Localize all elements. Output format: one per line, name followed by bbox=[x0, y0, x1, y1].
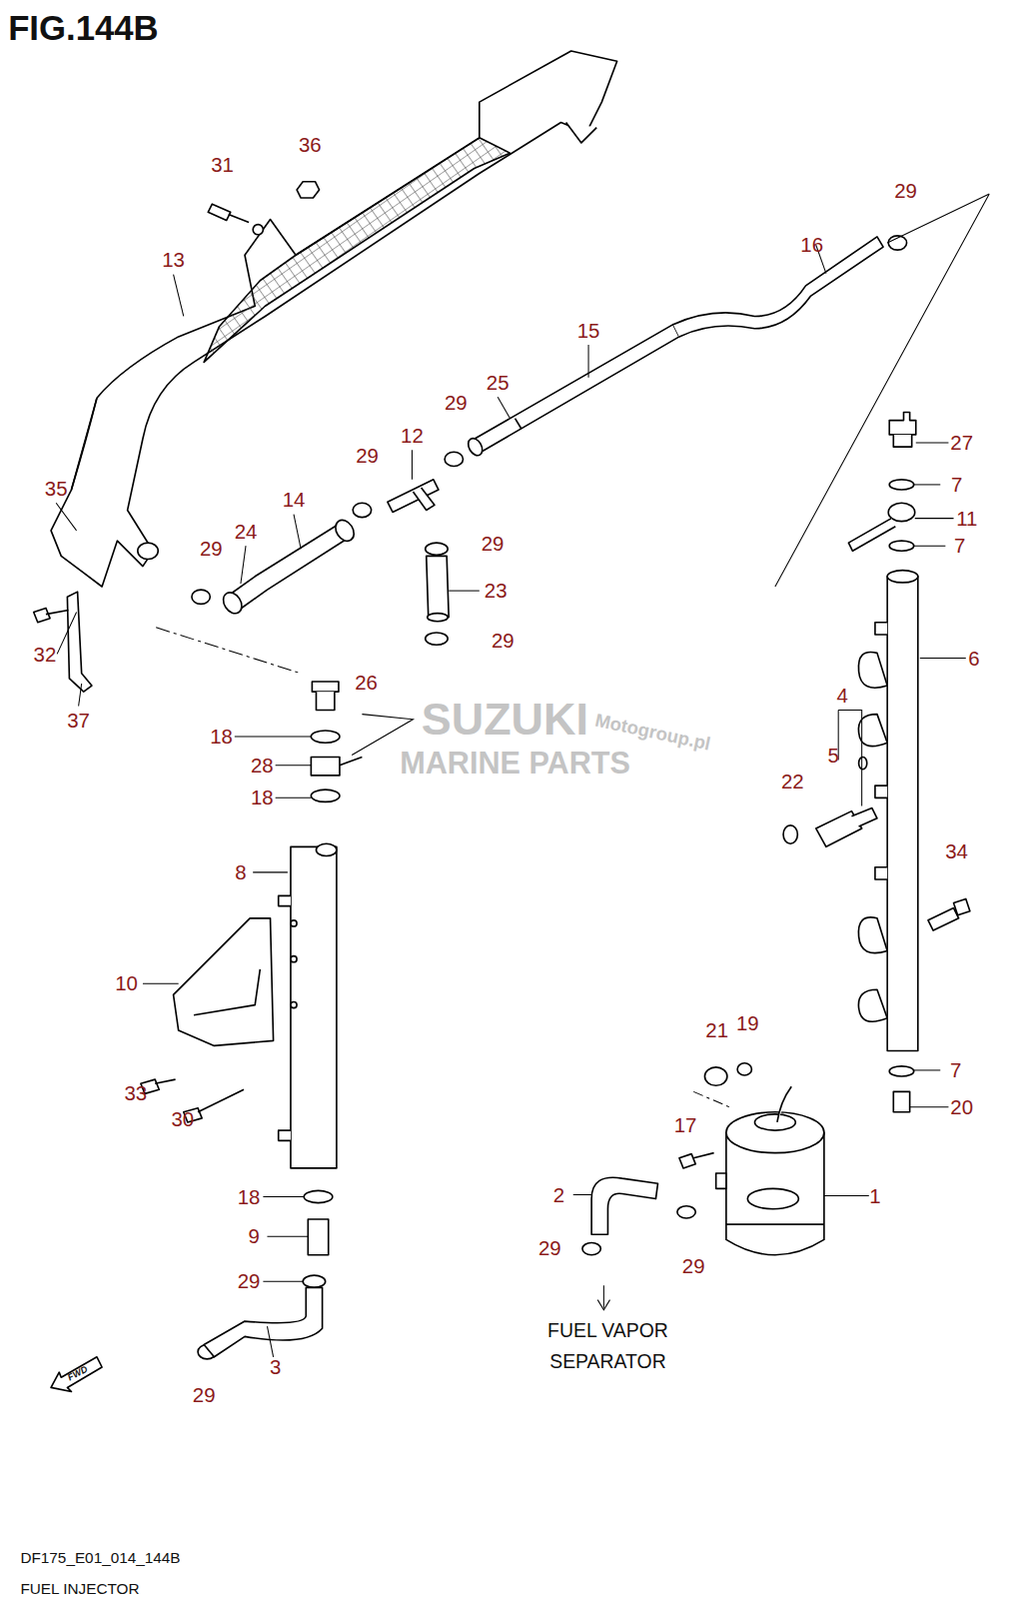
callout-number: 22 bbox=[781, 770, 805, 793]
callout-number: 14 bbox=[282, 488, 306, 511]
callout-number: 29 bbox=[444, 391, 468, 414]
callout-number: 29 bbox=[682, 1254, 706, 1277]
callout-number: 29 bbox=[355, 444, 379, 467]
figure-title: FIG.144B bbox=[7, 7, 158, 48]
callout-number: 37 bbox=[66, 709, 90, 732]
callout-number: 9 bbox=[248, 1224, 260, 1247]
callout-number: 32 bbox=[33, 642, 57, 665]
callout-number: 21 bbox=[705, 1019, 729, 1041]
figure-caption: FUEL INJECTOR bbox=[19, 1578, 139, 1596]
callout-number: 27 bbox=[950, 431, 974, 454]
callout-number: 11 bbox=[956, 506, 978, 529]
callout-number: 7 bbox=[954, 534, 966, 557]
callout-number: 33 bbox=[123, 1080, 147, 1103]
callout-number: 31 bbox=[210, 152, 234, 175]
callout-number: 3 bbox=[269, 1355, 281, 1378]
callout-number: 10 bbox=[114, 972, 138, 995]
callout-number: 1 bbox=[869, 1183, 881, 1206]
callout-number: 29 bbox=[894, 179, 918, 202]
callout-number: 29 bbox=[237, 1269, 261, 1292]
callout-number: 13 bbox=[161, 248, 185, 271]
callout-number: 20 bbox=[950, 1094, 974, 1117]
callout-number: 25 bbox=[486, 371, 510, 394]
callout-number: 16 bbox=[800, 233, 824, 256]
part-label: FUEL VAPOR SEPARATOR bbox=[531, 1315, 685, 1377]
callout-number: 29 bbox=[481, 532, 505, 555]
callout-number: 28 bbox=[250, 753, 274, 776]
callout-number: 19 bbox=[736, 1012, 760, 1034]
callout-number: 29 bbox=[538, 1235, 562, 1258]
callout-number: 29 bbox=[199, 537, 223, 560]
watermark: SUZUKI bbox=[421, 693, 589, 745]
callout-number: 24 bbox=[234, 520, 258, 543]
callout-number: 29 bbox=[491, 629, 515, 652]
callout-number: 6 bbox=[968, 646, 980, 669]
callout-number: 17 bbox=[674, 1113, 698, 1136]
callout-number: 18 bbox=[237, 1184, 261, 1207]
callout-number: 8 bbox=[234, 861, 246, 884]
callout-number: 34 bbox=[945, 839, 969, 862]
callout-number: 5 bbox=[827, 743, 839, 766]
callout-number: 18 bbox=[209, 725, 233, 748]
callout-number: 18 bbox=[250, 786, 274, 809]
callout-number: 23 bbox=[484, 579, 508, 602]
callout-number: 30 bbox=[170, 1107, 194, 1130]
callout-number: 2 bbox=[553, 1182, 565, 1205]
callout-number: 26 bbox=[354, 671, 378, 694]
callout-number: 15 bbox=[577, 319, 601, 342]
figure-code: DF175_E01_014_144B bbox=[19, 1548, 180, 1566]
callout-number: 7 bbox=[950, 1058, 962, 1081]
callout-number: 4 bbox=[837, 684, 849, 707]
callout-number: 7 bbox=[951, 473, 963, 496]
callout-number: 35 bbox=[44, 477, 68, 500]
watermark: MARINE PARTS bbox=[399, 745, 631, 781]
callout-number: 29 bbox=[192, 1382, 216, 1405]
callout-number: 12 bbox=[400, 424, 424, 447]
callout-number: 36 bbox=[298, 133, 322, 156]
